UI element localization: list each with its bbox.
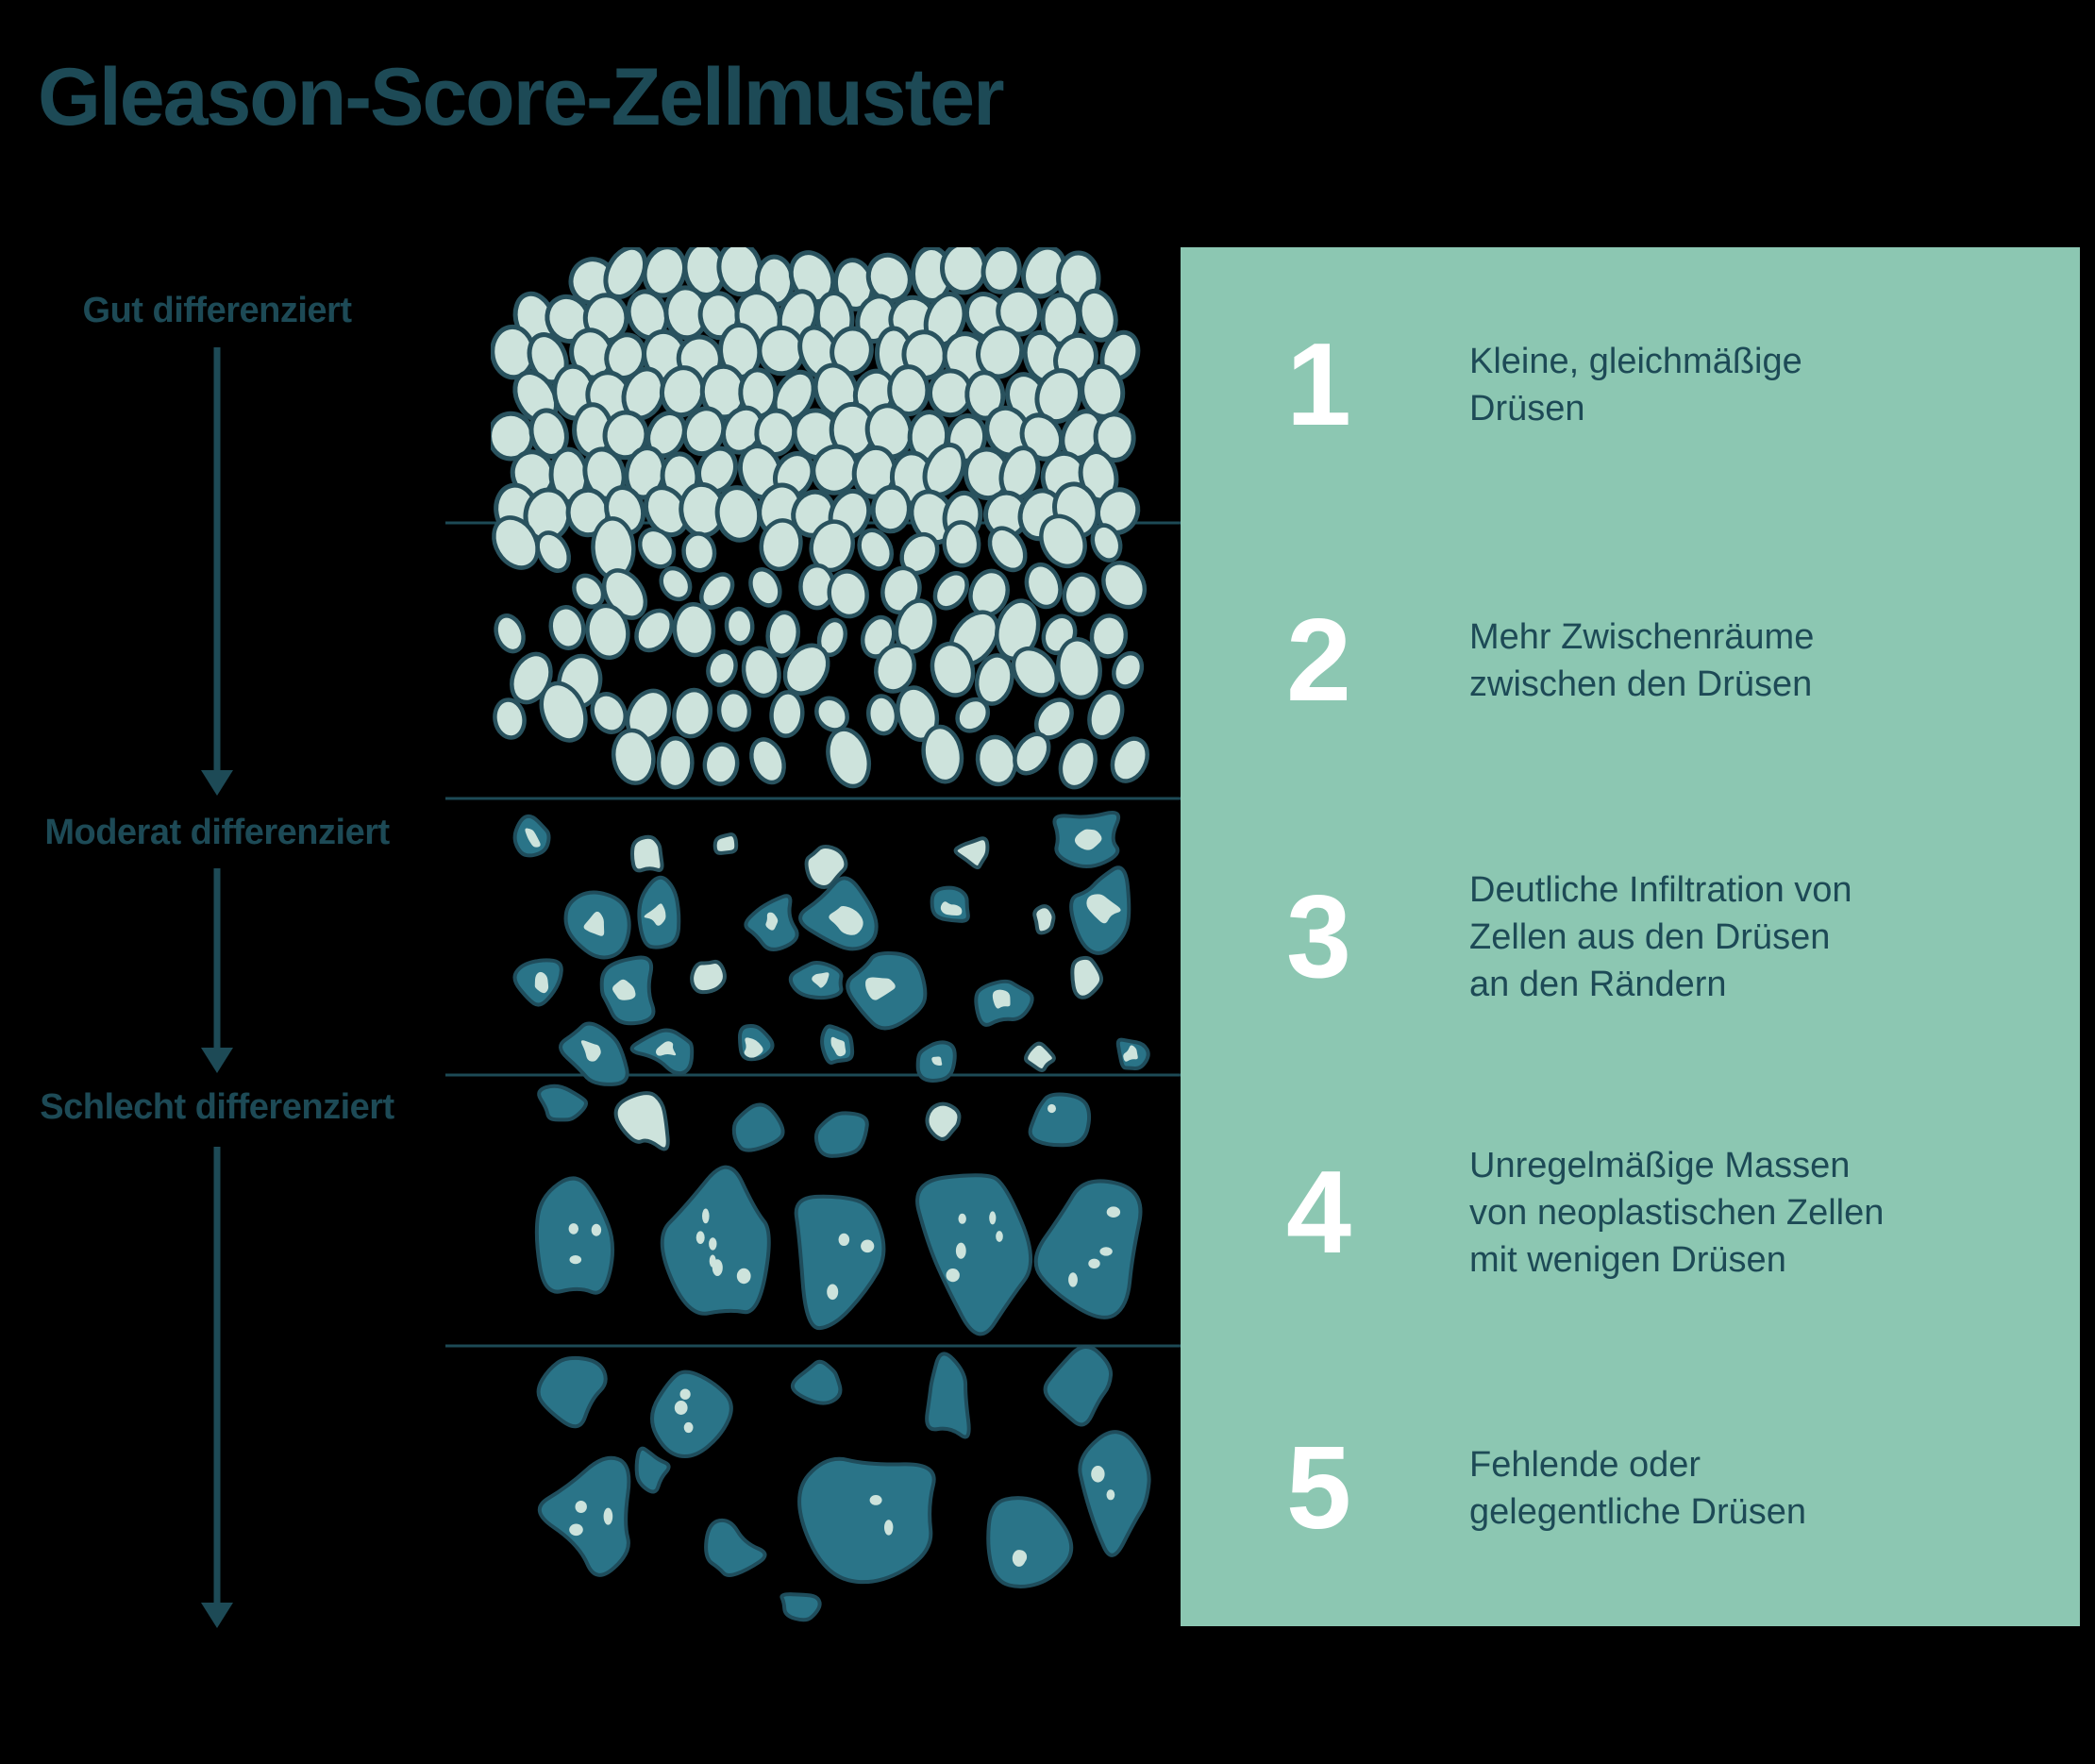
grade-row: 1 Kleine, gleichmäßige Drüsen [1181, 247, 2080, 523]
grade-legend-panel: 1 Kleine, gleichmäßige Drüsen 2 Mehr Zwi… [1181, 247, 2080, 1626]
grade-description: Kleine, gleichmäßige Drüsen [1469, 342, 1802, 429]
grade-row: 5 Fehlende oder gelegentliche Drüsen [1181, 1351, 2080, 1626]
label-poorly-differentiated: Schlecht differenziert [40, 1087, 394, 1127]
pattern-grade-1-uniform-glands [491, 247, 1141, 546]
grade-number: 1 [1286, 320, 1351, 451]
pattern-grade-3-infiltrating-cells [512, 810, 1150, 1086]
grade-row: 2 Mehr Zwischenräume zwischen den Drüsen [1181, 523, 2080, 798]
arrow-down-icon [201, 347, 233, 796]
grade-description: Deutliche Infiltration von Zellen aus de… [1469, 869, 1852, 1004]
page-title: Gleason-Score-Zellmuster [38, 52, 1005, 143]
grade-number: 5 [1286, 1422, 1351, 1554]
grade-row: 3 Deutliche Infiltration von Zellen aus … [1181, 798, 2080, 1074]
label-moderately-differentiated: Moderat differenziert [44, 813, 390, 852]
label-well-differentiated: Gut differenziert [82, 291, 352, 330]
grade-description: Mehr Zwischenräume zwischen den Drüsen [1469, 617, 1815, 705]
pattern-grade-4-irregular-masses [534, 1084, 1143, 1336]
grade-number: 3 [1286, 871, 1351, 1002]
grade-description: Fehlende oder gelegentliche Drüsen [1469, 1444, 1807, 1532]
grade-row: 4 Unregelmäßige Massen von neoplastische… [1181, 1075, 2080, 1351]
pattern-grade-2-spaced-glands [492, 513, 1149, 790]
grade-number: 4 [1286, 1147, 1351, 1278]
cell-pattern-illustration [491, 247, 1151, 1622]
arrow-down-icon [201, 1147, 233, 1628]
pattern-grade-5-absent-glands [536, 1344, 1151, 1622]
grade-description: Unregelmäßige Massen von neoplastischen … [1469, 1145, 1885, 1280]
grade-number: 2 [1286, 596, 1351, 727]
arrow-down-icon [201, 868, 233, 1073]
